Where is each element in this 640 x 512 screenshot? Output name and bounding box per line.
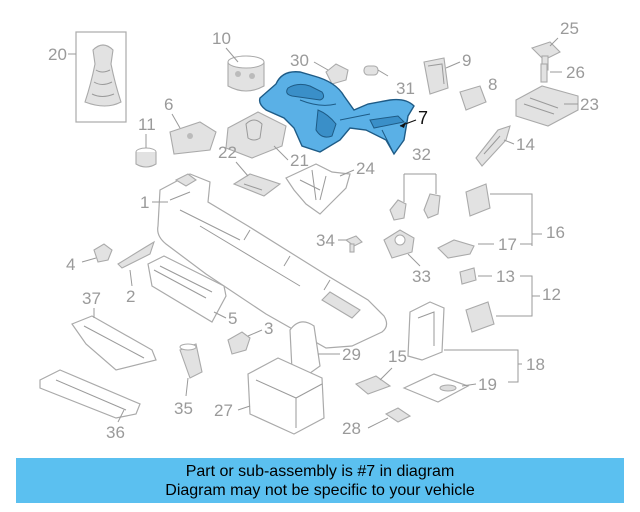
callout-6: 6	[164, 95, 173, 114]
part-4	[93, 243, 113, 263]
callout-1: 1	[140, 193, 149, 212]
callout-32: 32	[412, 145, 431, 164]
info-banner: Part or sub-assembly is #7 in diagram Di…	[16, 458, 624, 503]
callout-26: 26	[566, 63, 585, 82]
part-7-console-trim-highlighted	[258, 71, 415, 156]
callout-5: 5	[228, 309, 237, 328]
callout-24: 24	[356, 159, 375, 178]
part-5	[147, 255, 227, 323]
part-9	[423, 57, 449, 95]
banner-line-1: Part or sub-assembly is #7 in diagram	[185, 462, 455, 480]
callout-18: 18	[526, 355, 545, 374]
part-35	[179, 343, 203, 379]
callout-29: 29	[342, 345, 361, 364]
part-36	[39, 369, 141, 419]
callout-3: 3	[264, 319, 273, 338]
part-16	[465, 183, 491, 217]
callout-8: 8	[488, 75, 497, 94]
part-26	[540, 63, 548, 83]
part-27-shifter-housing	[247, 357, 325, 435]
part-12	[465, 301, 495, 333]
part-19	[402, 373, 470, 403]
parts-diagram: 20 10 30 31 9 8 25 26 23	[39, 19, 599, 442]
part-24	[285, 163, 351, 215]
callout-34: 34	[316, 231, 335, 250]
part-17	[437, 239, 475, 259]
part-18	[407, 301, 445, 361]
part-31	[363, 65, 389, 77]
callout-30: 30	[290, 51, 309, 70]
callout-27: 27	[214, 401, 233, 420]
part-34	[344, 235, 363, 253]
part-13	[459, 267, 477, 285]
callout-7: 7	[418, 108, 428, 128]
callout-14: 14	[516, 135, 535, 154]
part-23-shifter-base	[515, 85, 579, 127]
callout-17: 17	[498, 235, 517, 254]
part-20-shift-boot	[75, 31, 127, 123]
callout-33: 33	[412, 267, 431, 286]
part-10	[227, 55, 265, 92]
part-15	[354, 375, 392, 395]
callout-36: 36	[106, 423, 125, 442]
callout-16: 16	[546, 223, 565, 242]
part-2	[117, 240, 155, 269]
part-3	[227, 331, 251, 355]
callout-12: 12	[542, 285, 561, 304]
callout-15: 15	[388, 347, 407, 366]
part-1-center-console	[157, 173, 388, 349]
callout-37: 37	[82, 289, 101, 308]
callout-35: 35	[174, 399, 193, 418]
callout-22: 22	[218, 143, 237, 162]
part-8	[459, 85, 487, 111]
part-37	[71, 315, 157, 371]
callout-31: 31	[396, 79, 415, 98]
callout-10: 10	[212, 29, 231, 48]
part-6	[169, 121, 217, 155]
callout-25: 25	[560, 19, 579, 38]
part-33	[383, 229, 415, 259]
callout-4: 4	[66, 255, 75, 274]
callout-28: 28	[342, 419, 361, 438]
callout-20: 20	[48, 45, 67, 64]
part-22	[232, 173, 282, 197]
callout-21: 21	[290, 151, 309, 170]
part-30	[325, 63, 349, 85]
part-14	[475, 125, 511, 167]
part-21-bezel	[225, 111, 287, 159]
part-32	[389, 193, 441, 221]
callout-19: 19	[478, 375, 497, 394]
callout-9: 9	[462, 51, 471, 70]
callout-13: 13	[496, 267, 515, 286]
banner-line-2: Diagram may not be specific to your vehi…	[165, 481, 475, 499]
callout-2: 2	[126, 287, 135, 306]
callout-11: 11	[138, 115, 156, 134]
part-28	[384, 407, 412, 423]
part-11	[135, 147, 157, 168]
callout-23: 23	[580, 95, 599, 114]
